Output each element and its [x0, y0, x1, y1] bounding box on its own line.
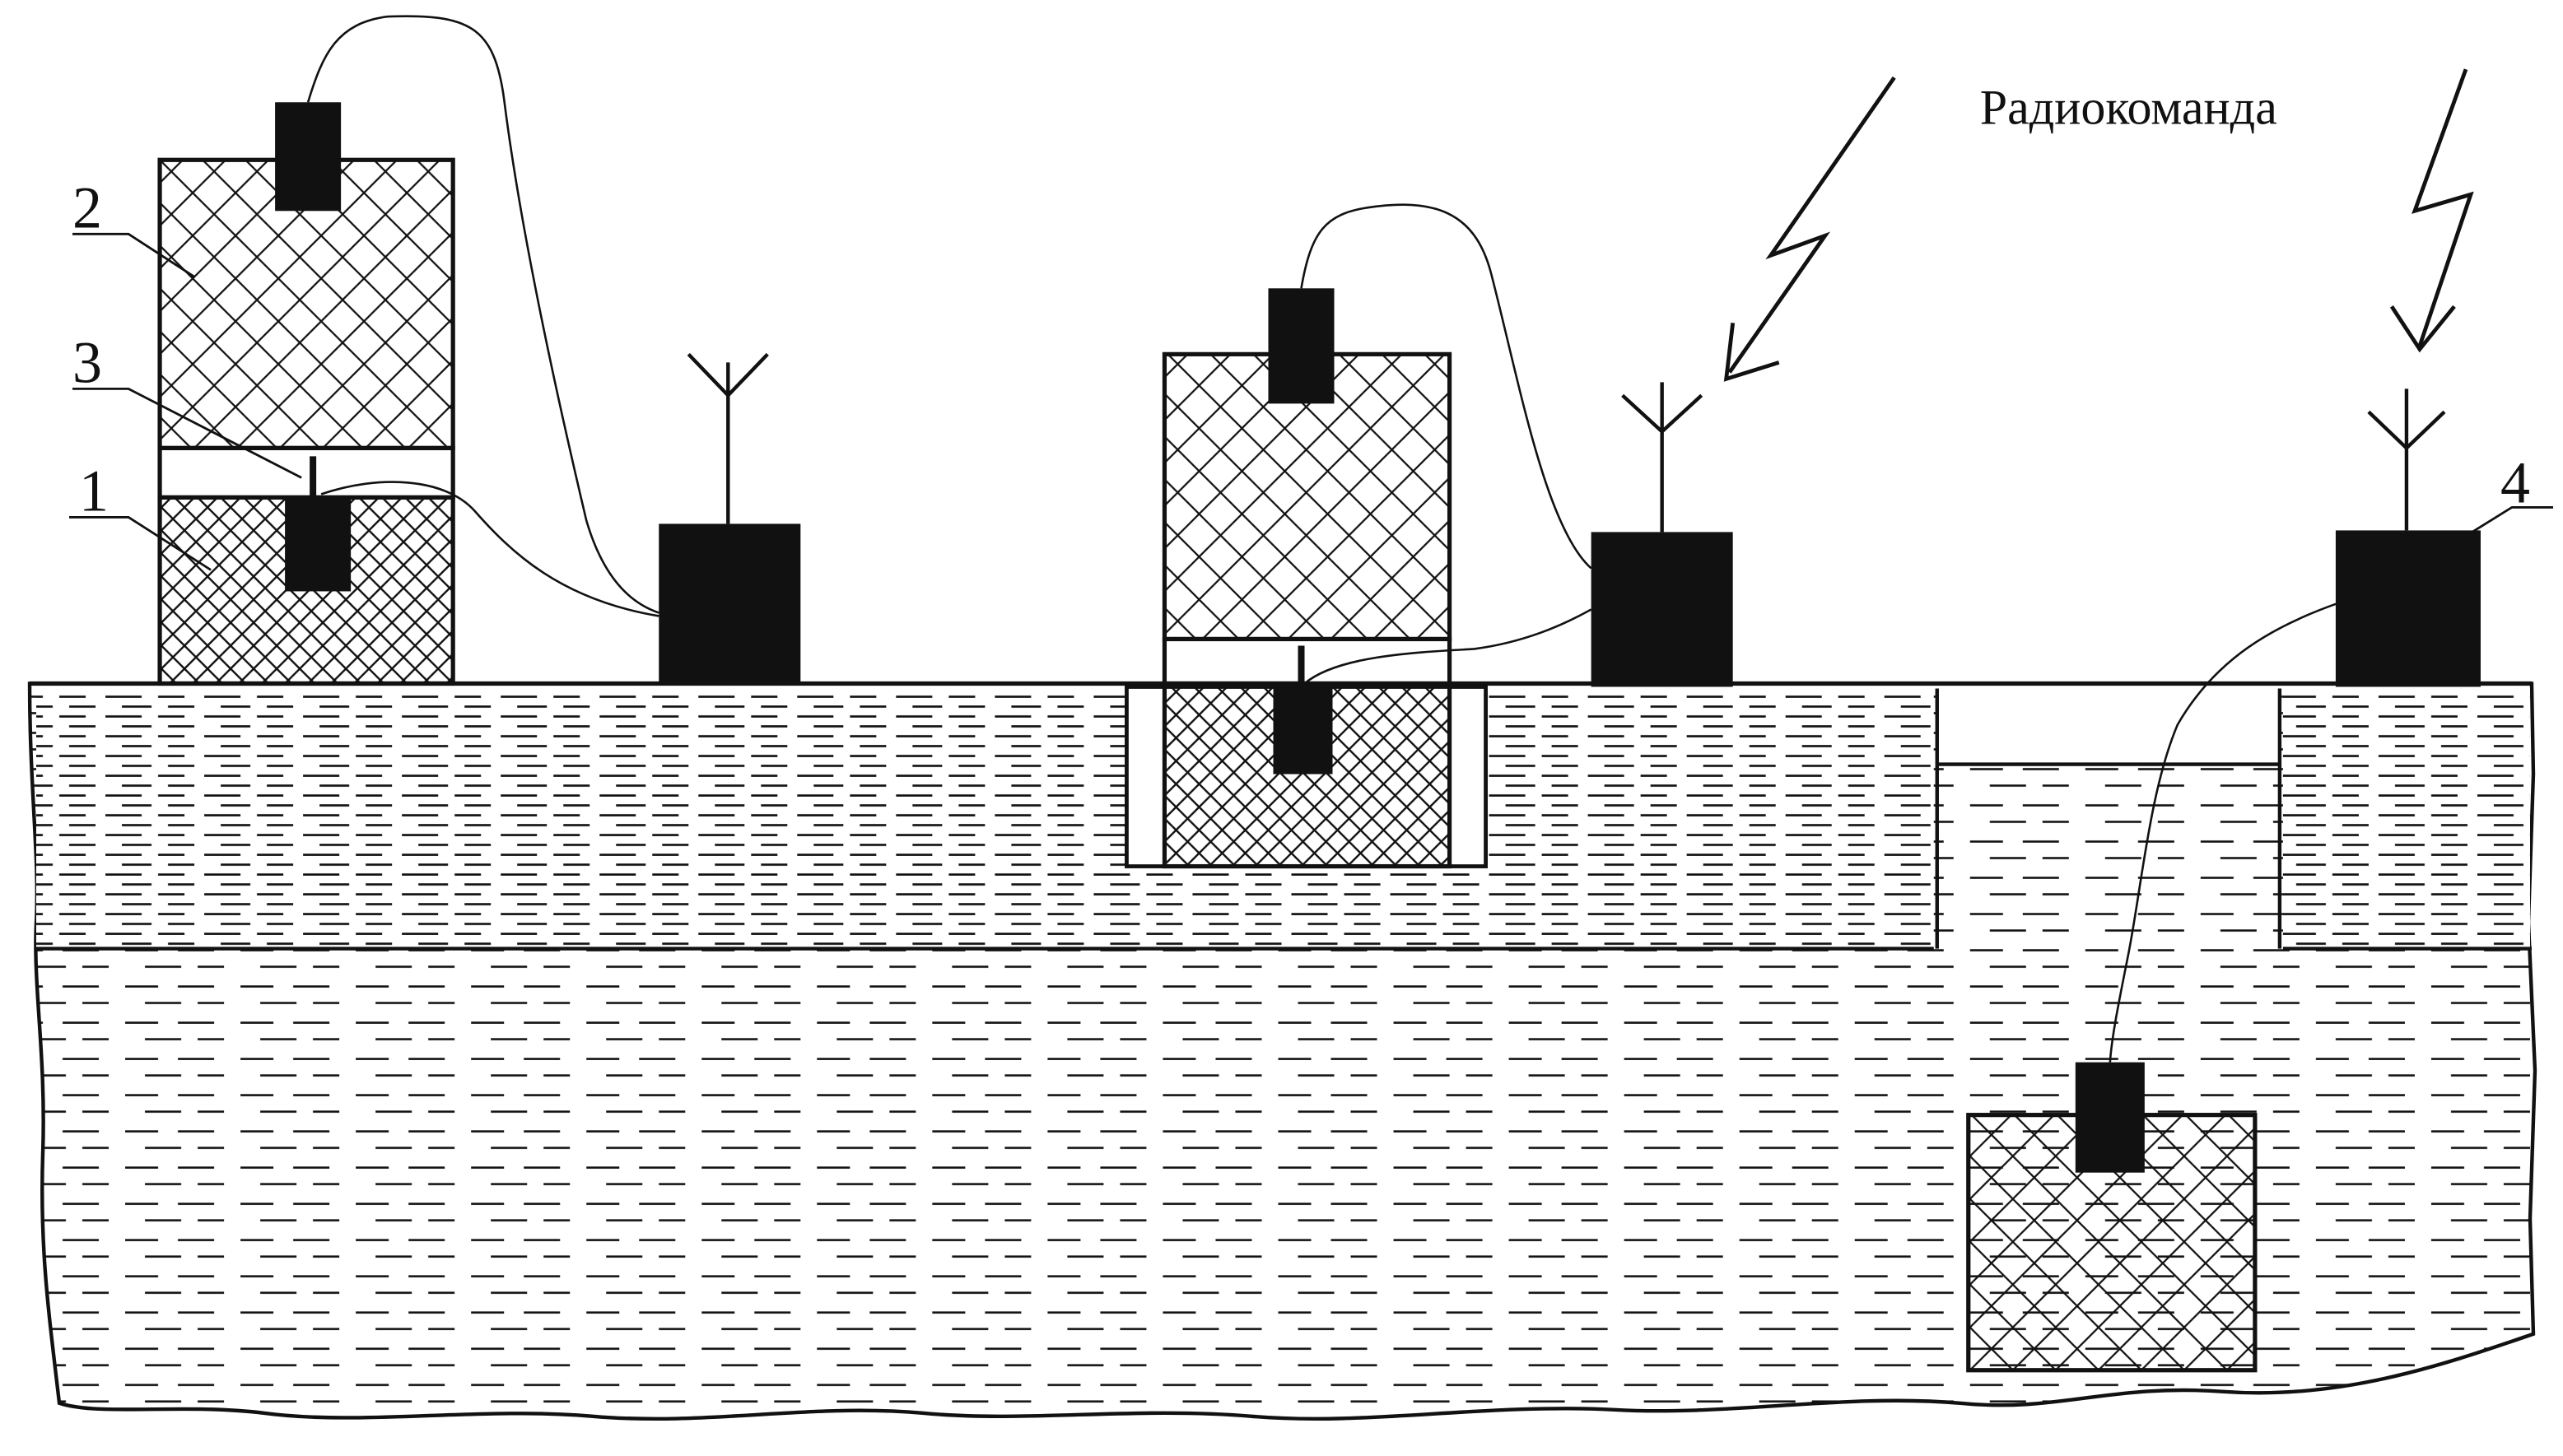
- receiver-body: [1591, 532, 1733, 686]
- lower-detonator: [285, 499, 351, 591]
- upper-detonator: [1268, 288, 1334, 403]
- charge-assembly-left: [160, 102, 453, 683]
- spacer-gap: [1164, 639, 1449, 683]
- lightning-icon: [1730, 77, 1894, 372]
- radio-signal-arrow-1: [1727, 77, 1894, 379]
- receiver-body: [2336, 530, 2481, 686]
- radio-receiver-3: [2336, 388, 2481, 686]
- ref-label-3: 3: [72, 329, 102, 395]
- upper-detonator: [275, 102, 341, 211]
- antenna-icon: [688, 354, 767, 523]
- receiver-body: [659, 523, 800, 685]
- lower-detonator: [1273, 683, 1332, 774]
- radio-receiver-1: [659, 354, 800, 685]
- lightning-icon: [2415, 69, 2471, 346]
- radio-signal-arrow-2: [2392, 69, 2471, 349]
- charge-assembly-middle: [1126, 288, 1485, 866]
- antenna-icon: [1623, 382, 1702, 532]
- caption-label: Радиокоманда: [1980, 80, 2277, 134]
- upper-water-layer-left-fill: [36, 688, 1934, 948]
- arrowhead-icon: [2392, 306, 2454, 349]
- radio-receiver-2: [1591, 382, 1733, 686]
- upper-water-layer-right-fill: [2283, 688, 2530, 948]
- spacer-gap: [160, 448, 453, 497]
- ref-label-1: 1: [79, 458, 109, 523]
- arrowhead-icon: [1727, 323, 1779, 379]
- antenna-icon: [2369, 388, 2444, 530]
- ref-label-2: 2: [72, 174, 102, 240]
- detonator: [2076, 1063, 2145, 1173]
- surface-opening: [1937, 688, 2280, 764]
- ref-label-4: 4: [2500, 449, 2530, 515]
